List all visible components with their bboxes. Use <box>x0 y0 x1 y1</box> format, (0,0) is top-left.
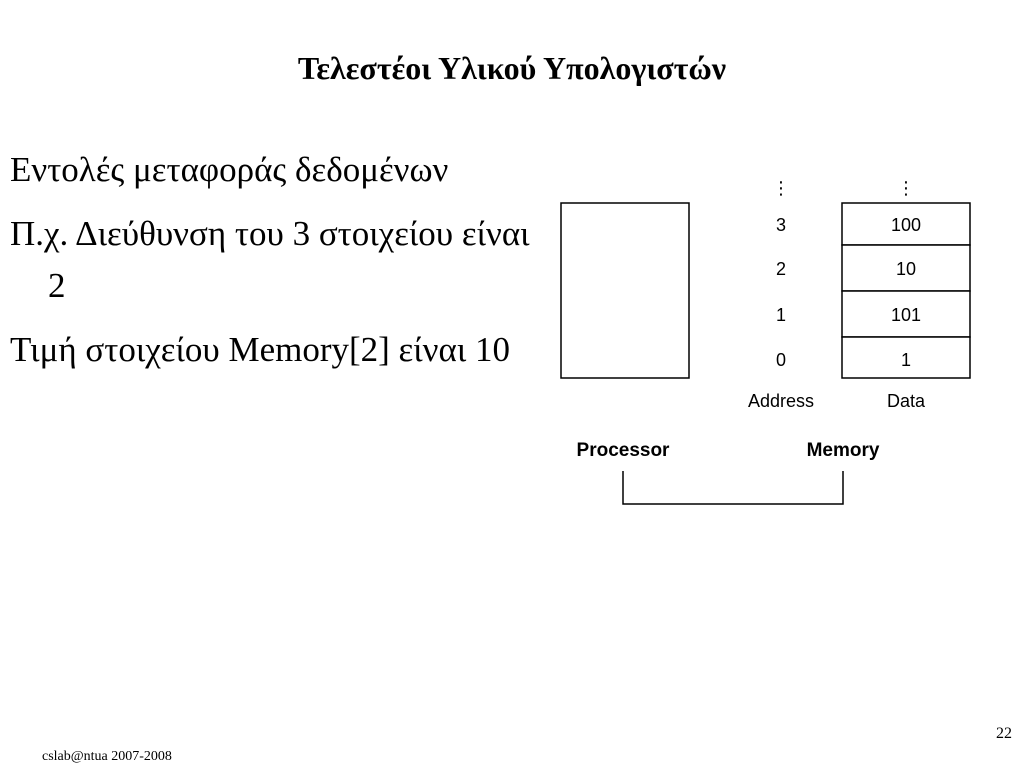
address-label-0: 0 <box>776 350 786 370</box>
address-column-label: Address <box>748 391 814 411</box>
data-value: 10 <box>896 259 916 279</box>
memory-cell <box>841 336 971 379</box>
processor-label: Processor <box>577 440 671 461</box>
slide-title: Τελεστέοι Υλικού Υπολογιστών <box>297 50 727 86</box>
memory-cell <box>841 202 971 246</box>
bullet-item: Τιμή στοιχείου Memory[2] είναι 10 <box>10 330 510 369</box>
data-value: 1 <box>901 350 911 370</box>
data-value: 101 <box>891 305 921 325</box>
footer-text: cslab@ntua 2007-2008 <box>42 749 172 764</box>
address-label-3: 3 <box>776 215 786 235</box>
page-number: 22 <box>996 725 1012 742</box>
data-column-label: Data <box>887 391 926 411</box>
bullet-item: Π.χ. Διεύθυνση του 3 στοιχείου είναι 2 <box>10 214 530 305</box>
address-ellipsis: ⋮ <box>772 178 790 198</box>
memory-label: Memory <box>807 440 880 461</box>
bus-connector <box>622 471 844 505</box>
address-label-1: 1 <box>776 305 786 325</box>
processor-box <box>560 202 690 379</box>
data-value: 100 <box>891 215 921 235</box>
bullet-list: Εντολές μεταφοράς δεδομένων Π.χ. Διεύθυν… <box>10 144 530 388</box>
address-label-2: 2 <box>776 259 786 279</box>
bullet-item: Εντολές μεταφοράς δεδομένων <box>10 150 449 189</box>
data-ellipsis: ⋮ <box>897 178 915 198</box>
memory-cell <box>841 290 971 338</box>
memory-cell <box>841 244 971 292</box>
